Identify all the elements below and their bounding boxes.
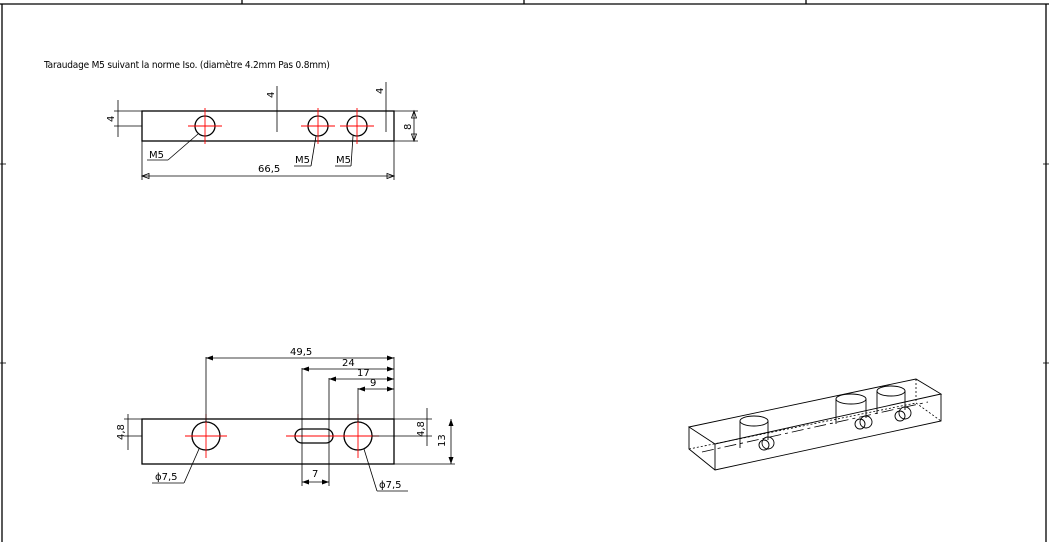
iso-side-outline <box>688 394 942 471</box>
dim-mid-offset-label: 4 <box>266 92 277 98</box>
dim-24-label: 24 <box>342 358 355 369</box>
dim-length-label: 66,5 <box>258 164 280 175</box>
iso-slot <box>835 393 867 405</box>
hole-leaders: ϕ7,5 ϕ7,5 <box>152 448 408 492</box>
bar-outline-front <box>141 418 395 465</box>
dimension-mid-offset: 4 <box>266 86 284 132</box>
dimension-total-height: 13 <box>394 419 455 465</box>
center-lines-top <box>188 108 374 144</box>
dim-17-label: 17 <box>357 368 370 379</box>
front-view: 49,5 24 17 9 7 <box>116 347 455 492</box>
dimension-9: 9 <box>358 378 394 392</box>
dimension-left-height: 4,8 <box>116 414 142 450</box>
hole-right-label: ϕ7,5 <box>379 480 402 491</box>
thread-label-3: M5 <box>336 155 351 166</box>
dim-left-height-label: 4,8 <box>116 424 127 440</box>
top-view: 66,5 8 4 4 4 <box>106 82 418 180</box>
thread-label-1: M5 <box>149 150 164 161</box>
dim-left-offset-label: 4 <box>106 116 117 122</box>
dim-right-offset-label: 4 <box>375 88 386 94</box>
iso-hole-1 <box>739 415 769 427</box>
dimension-height-top: 8 <box>394 109 418 143</box>
dimension-length: 66,5 <box>140 141 396 180</box>
center-lines-front <box>185 414 379 458</box>
hole-left-label: ϕ7,5 <box>155 472 178 483</box>
dim-9-label: 9 <box>370 378 376 389</box>
isometric-view <box>687 378 943 471</box>
dim-total-height-label: 13 <box>437 434 448 447</box>
dimension-slot-width: 7 <box>302 469 329 485</box>
dimension-49-5: 49,5 <box>206 347 394 361</box>
dimension-right-offset: 4 <box>375 82 393 132</box>
threading-note: Taraudage M5 suivant la norme Iso. (diam… <box>44 60 330 71</box>
dimension-17: 17 <box>329 368 394 382</box>
dimension-24: 24 <box>302 358 394 372</box>
dim-49-5-label: 49,5 <box>290 347 312 358</box>
dim-height-label: 8 <box>403 124 414 130</box>
dim-slot-width-label: 7 <box>312 469 318 480</box>
thread-label-2: M5 <box>295 155 310 166</box>
dimension-right-height: 4,8 <box>372 408 432 446</box>
thread-leaders: M5 M5 M5 <box>147 133 354 167</box>
iso-hole-2 <box>876 385 906 397</box>
extension-lines-front <box>205 357 395 486</box>
dim-right-height-label: 4,8 <box>416 421 427 437</box>
dimension-left-offset: 4 <box>106 100 142 137</box>
